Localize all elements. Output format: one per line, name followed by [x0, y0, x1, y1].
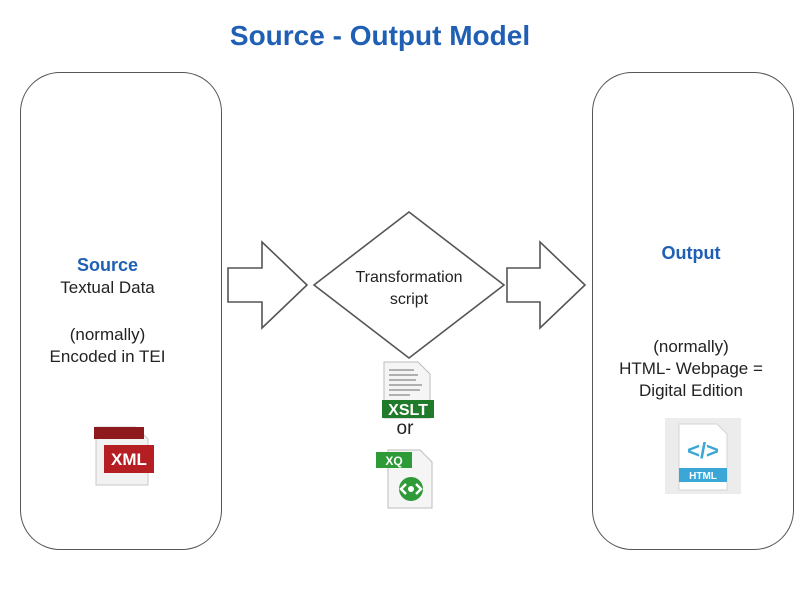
html-file-icon: </> HTML	[665, 418, 741, 494]
transformation-diamond	[312, 210, 506, 360]
diagram-title: Source - Output Model	[229, 20, 531, 51]
xq-icon-label: XQ	[385, 454, 402, 468]
or-text: or	[396, 418, 414, 439]
source-line-normally: (normally)	[69, 325, 146, 344]
arrow-source-to-transform	[227, 240, 309, 330]
source-line-encoded-tei: Encoded in TEI	[49, 347, 166, 366]
output-line-digital-edition: Digital Edition	[639, 381, 743, 400]
xml-file-icon: XML	[90, 425, 154, 487]
html-icon-symbol: </>	[687, 438, 719, 463]
xml-icon-label: XML	[111, 450, 147, 469]
source-heading: Source	[76, 255, 139, 275]
output-line-normally: (normally)	[653, 337, 729, 356]
html-icon-label: HTML	[689, 471, 717, 482]
xslt-icon-label: XSLT	[388, 402, 428, 419]
transform-line-1: Transformation	[355, 269, 463, 286]
output-line-html-webpage: HTML- Webpage =	[619, 359, 763, 378]
xslt-file-icon: XSLT	[380, 360, 436, 420]
source-line-textual-data: Textual Data	[60, 278, 155, 297]
xquery-file-icon: XQ	[374, 448, 438, 510]
arrow-transform-to-output	[506, 240, 587, 330]
transform-line-2: script	[389, 291, 429, 308]
output-heading: Output	[661, 243, 721, 263]
